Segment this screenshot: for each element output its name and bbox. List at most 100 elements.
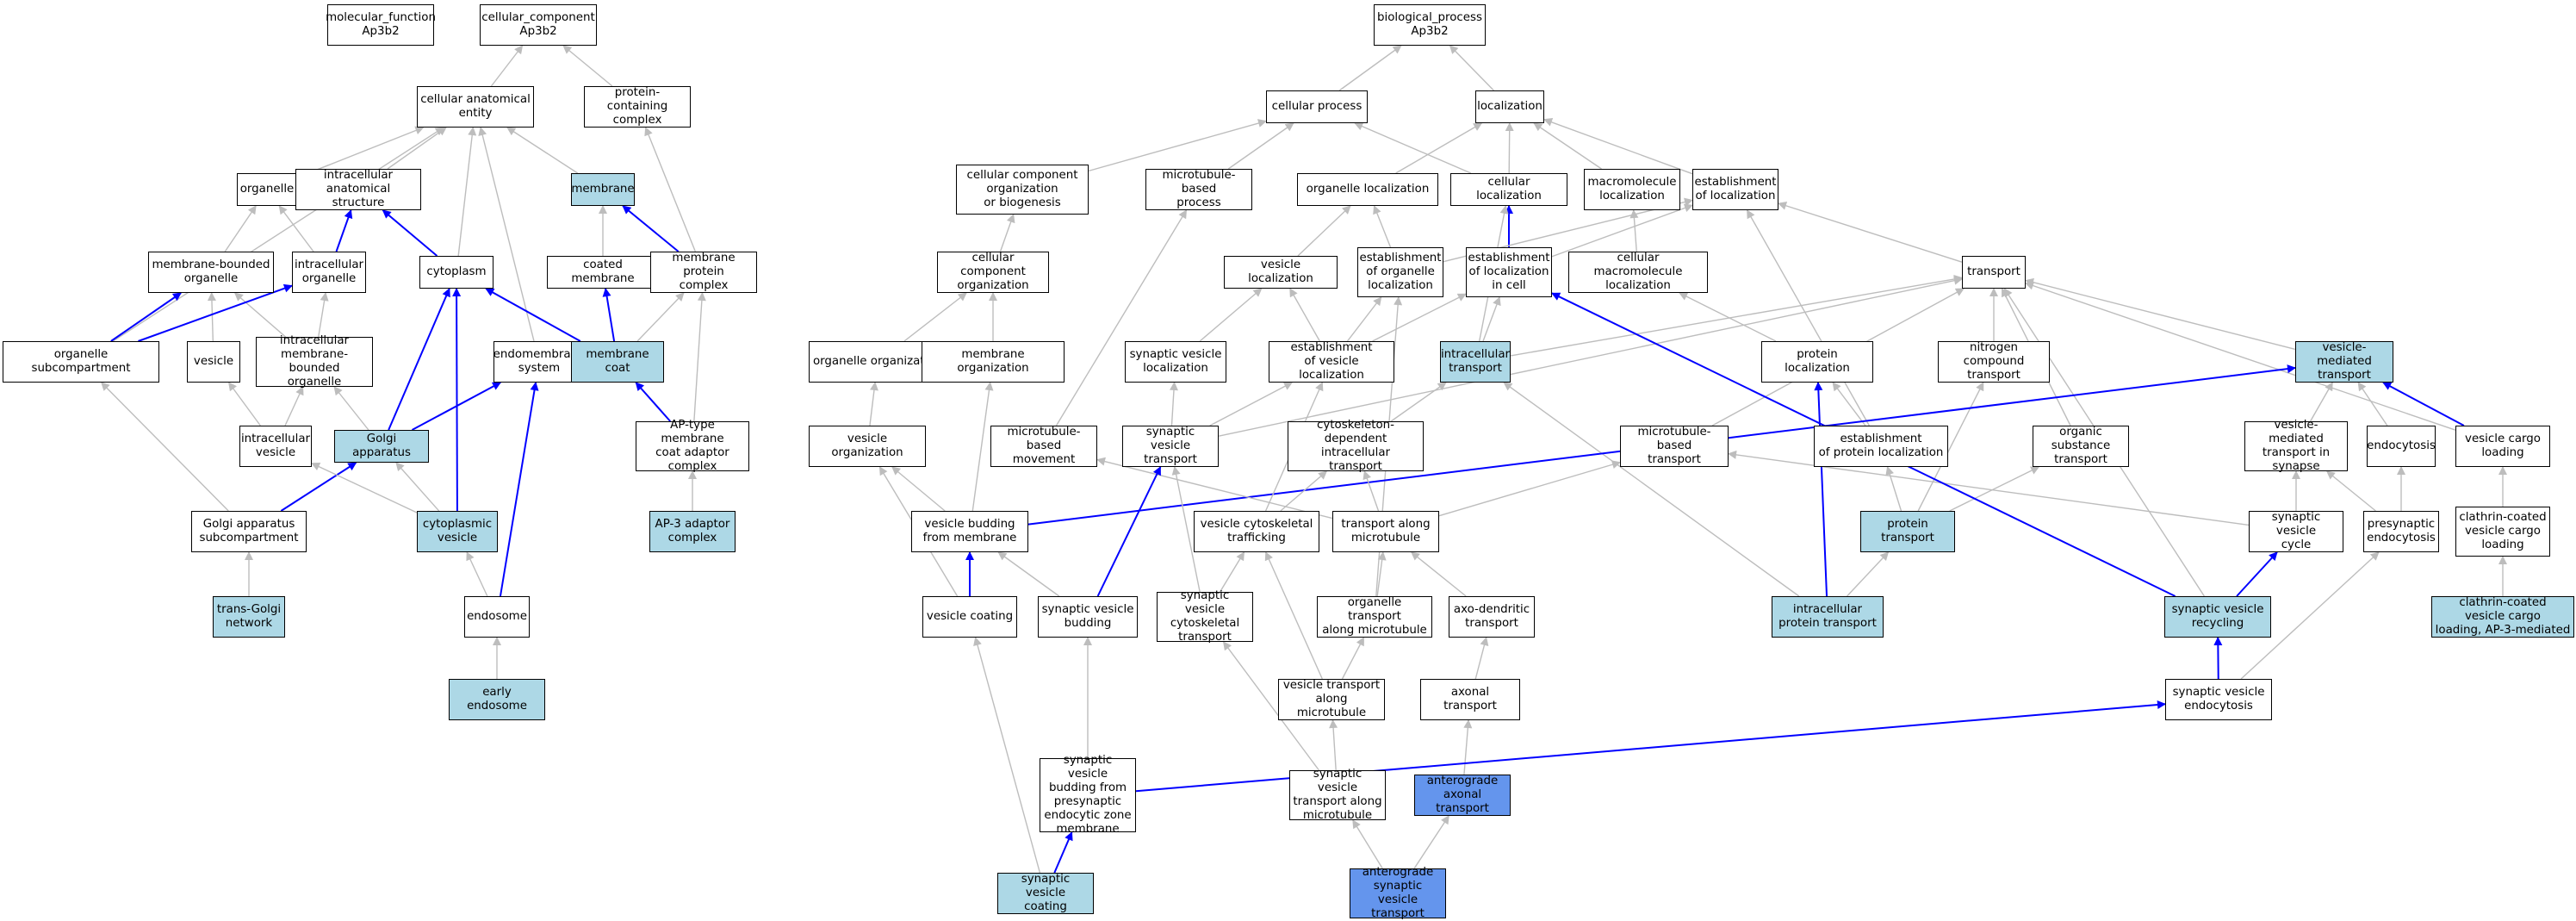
go-term-cellular-component-organization[interactable]: cellular component organization xyxy=(937,252,1049,293)
go-term-golgi-apparatus-subcompartment[interactable]: Golgi apparatus subcompartment xyxy=(191,511,307,552)
go-term-establishment-of-vesicle-localization[interactable]: establishment of vesicle localization xyxy=(1269,341,1394,383)
go-term-vesicle-mediated-transport[interactable]: vesicle-mediated transport xyxy=(2295,341,2393,383)
go-term-synaptic-vesicle-coating[interactable]: synaptic vesicle coating xyxy=(997,873,1094,914)
go-term-ap-type-membrane-coat-adaptor-complex[interactable]: AP-type membrane coat adaptor complex xyxy=(636,419,749,473)
go-term-ap3-adaptor-complex[interactable]: AP-3 adaptor complex xyxy=(649,511,736,552)
go-term-anterograde-synaptic-vesicle-transport[interactable]: anterograde synaptic vesicle transport xyxy=(1350,866,1446,920)
edge-establishment-of-localization-in-cell-to-establishment-of-localization xyxy=(1551,203,1693,258)
go-term-molecular-function[interactable]: molecular_function Ap3b2 xyxy=(326,4,436,46)
go-term-cellular-process[interactable]: cellular process xyxy=(1266,90,1368,123)
go-term-clathrin-coated-vesicle-cargo-loading[interactable]: clathrin-coated vesicle cargo loading xyxy=(2455,507,2550,557)
go-term-coated-membrane[interactable]: coated membrane xyxy=(547,256,659,289)
go-term-establishment-of-localization[interactable]: establishment of localization xyxy=(1692,169,1778,210)
go-term-transport[interactable]: transport xyxy=(1962,256,2026,289)
go-term-vesicle-localization[interactable]: vesicle localization xyxy=(1224,256,1338,289)
edge-membrane-coat-to-cytoplasm xyxy=(485,288,581,342)
go-term-organelle-subcompartment[interactable]: organelle subcompartment xyxy=(3,341,159,383)
edge-membrane-coat-to-coated-membrane xyxy=(602,288,616,342)
go-term-anterograde-axonal-transport[interactable]: anterograde axonal transport xyxy=(1414,775,1511,816)
go-term-axonal-transport[interactable]: axonal transport xyxy=(1420,679,1520,720)
go-term-cellular-anatomical-entity[interactable]: cellular anatomical entity xyxy=(417,86,534,128)
go-term-intracellular-organelle[interactable]: intracellular organelle xyxy=(292,252,366,293)
go-term-microtubule-based-process[interactable]: microtubule-based process xyxy=(1145,169,1252,210)
go-term-synaptic-vesicle-localization[interactable]: synaptic vesicle localization xyxy=(1125,341,1226,383)
go-term-nitrogen-compound-transport[interactable]: nitrogen compound transport xyxy=(1938,341,2050,383)
go-term-macromolecule-localization[interactable]: macromolecule localization xyxy=(1584,169,1680,210)
edge-golgi-apparatus-subcompartment-to-golgi-apparatus xyxy=(280,462,357,512)
edge-transport-along-microtubule-to-microtubule-based-movement xyxy=(1096,457,1333,520)
go-term-presynaptic-endocytosis[interactable]: presynaptic endocytosis xyxy=(2363,511,2439,552)
go-term-organelle[interactable]: organelle xyxy=(237,173,297,206)
go-term-cytoplasm[interactable]: cytoplasm xyxy=(419,256,493,289)
go-term-organelle-transport-along-microtubule[interactable]: organelle transport along microtubule xyxy=(1317,596,1432,638)
edge-synaptic-vesicle-endocytosis-to-synaptic-vesicle-recycling xyxy=(2213,637,2223,680)
go-term-protein-transport[interactable]: protein transport xyxy=(1860,511,1955,552)
go-term-organelle-localization[interactable]: organelle localization xyxy=(1297,173,1438,206)
go-term-cytoskeleton-dependent-intracellular-transport[interactable]: cytoskeleton-dependent intracellular tra… xyxy=(1288,419,1424,473)
edge-anterograde-synaptic-vesicle-transport-to-anterograde-axonal-transport xyxy=(1413,815,1449,869)
go-term-microtubule-based-transport[interactable]: microtubule-based transport xyxy=(1620,426,1729,467)
go-term-cellular-localization[interactable]: cellular localization xyxy=(1450,173,1567,206)
go-term-endosome[interactable]: endosome xyxy=(464,596,530,638)
go-term-cellular-macromolecule-localization[interactable]: cellular macromolecule localization xyxy=(1568,252,1708,293)
go-term-trans-golgi-network[interactable]: trans-Golgi network xyxy=(213,596,285,638)
go-term-cytoplasmic-vesicle[interactable]: cytoplasmic vesicle xyxy=(417,511,498,552)
go-term-vesicle-transport-along-microtubule[interactable]: vesicle transport along microtubule xyxy=(1278,679,1385,720)
edge-organelle-subcompartment-to-intracellular-organelle xyxy=(138,283,293,342)
go-term-localization[interactable]: localization xyxy=(1475,90,1544,123)
go-term-establishment-of-organelle-localization[interactable]: establishment of organelle localization xyxy=(1357,247,1443,297)
edge-cellular-process-to-biological-process xyxy=(1338,45,1402,91)
go-term-intracellular-protein-transport[interactable]: intracellular protein transport xyxy=(1772,596,1884,638)
go-term-intracellular-vesicle[interactable]: intracellular vesicle xyxy=(239,426,312,467)
go-term-intracellular-membrane-bounded-organelle[interactable]: intracellular membrane-bounded organelle xyxy=(256,334,373,389)
go-term-organic-substance-transport[interactable]: organic substance transport xyxy=(2033,426,2129,467)
go-term-clathrin-coated-vesicle-cargo-loading-ap3[interactable]: clathrin-coated vesicle cargo loading, A… xyxy=(2431,596,2574,638)
edge-cellular-anatomical-entity-to-cellular-component xyxy=(490,45,524,87)
edge-membrane-coat-to-membrane-protein-complex xyxy=(636,292,685,342)
go-term-membrane[interactable]: membrane xyxy=(571,173,635,206)
go-term-cellular-component[interactable]: cellular_component Ap3b2 xyxy=(480,4,597,46)
go-term-synaptic-vesicle-recycling[interactable]: synaptic vesicle recycling xyxy=(2164,596,2271,638)
go-term-intracellular-transport[interactable]: intracellular transport xyxy=(1440,341,1511,383)
edge-cellular-localization-to-cellular-process xyxy=(1354,121,1472,174)
go-term-endomembrane-system[interactable]: endomembrane system xyxy=(493,341,585,383)
go-term-establishment-of-localization-in-cell[interactable]: establishment of localization in cell xyxy=(1466,247,1552,297)
go-term-synaptic-vesicle-cycle[interactable]: synaptic vesicle cycle xyxy=(2249,511,2343,552)
edge-cellular-component-organization-to-cc-org-or-biogenesis xyxy=(999,214,1015,252)
go-term-vesicle-coating[interactable]: vesicle coating xyxy=(922,596,1017,638)
edge-protein-localization-to-cellular-macromolecule-localization xyxy=(1679,292,1777,342)
go-term-vesicle-organization[interactable]: vesicle organization xyxy=(809,426,926,467)
go-term-membrane-protein-complex[interactable]: membrane protein complex xyxy=(650,252,757,293)
go-term-cc-org-or-biogenesis[interactable]: cellular component organization or bioge… xyxy=(956,165,1089,215)
go-term-synaptic-vesicle-budding[interactable]: synaptic vesicle budding xyxy=(1038,596,1138,638)
go-term-synaptic-vesicle-cytoskeletal-transport[interactable]: synaptic vesicle cytoskeletal transport xyxy=(1157,589,1253,644)
go-term-axo-dendritic-transport[interactable]: axo-dendritic transport xyxy=(1449,596,1535,638)
go-term-vesicle-cargo-loading[interactable]: vesicle cargo loading xyxy=(2455,426,2550,467)
edge-intracellular-transport-to-establishment-of-localization-in-cell xyxy=(1482,296,1501,342)
go-term-synaptic-vesicle-endocytosis[interactable]: synaptic vesicle endocytosis xyxy=(2165,679,2272,720)
go-term-vesicle-cytoskeletal-trafficking[interactable]: vesicle cytoskeletal trafficking xyxy=(1194,511,1319,552)
go-term-vesicle-budding-from-membrane[interactable]: vesicle budding from membrane xyxy=(911,511,1028,552)
go-term-protein-containing-complex[interactable]: protein-containing complex xyxy=(584,86,691,128)
go-term-endocytosis[interactable]: endocytosis xyxy=(2367,426,2436,467)
go-term-golgi-apparatus[interactable]: Golgi apparatus xyxy=(334,430,429,463)
go-term-microtubule-based-movement[interactable]: microtubule-based movement xyxy=(990,426,1097,467)
go-term-establishment-of-protein-localization[interactable]: establishment of protein localization xyxy=(1814,426,1948,467)
go-term-synaptic-vesicle-transport[interactable]: synaptic vesicle transport xyxy=(1122,426,1219,467)
go-term-intracellular-anatomical-structure[interactable]: intracellular anatomical structure xyxy=(295,169,421,210)
go-term-vesicle[interactable]: vesicle xyxy=(187,341,240,383)
edge-golgi-apparatus-to-endomembrane-system xyxy=(412,382,502,431)
go-term-membrane-bounded-organelle[interactable]: membrane-bounded organelle xyxy=(148,252,274,293)
go-term-protein-localization[interactable]: protein localization xyxy=(1761,341,1873,383)
go-term-membrane-coat[interactable]: membrane coat xyxy=(571,341,664,383)
go-term-vesicle-mediated-transport-in-synapse[interactable]: vesicle-mediated transport in synapse xyxy=(2244,419,2348,473)
go-term-transport-along-microtubule[interactable]: transport along microtubule xyxy=(1332,511,1439,552)
go-term-biological-process[interactable]: biological_process Ap3b2 xyxy=(1374,4,1486,46)
edge-synaptic-vesicle-transport-to-establishment-of-vesicle-localization xyxy=(1209,382,1294,426)
go-term-early-endosome[interactable]: early endosome xyxy=(449,679,545,720)
edge-transport-along-microtubule-to-microtubule-based-transport xyxy=(1438,460,1621,517)
go-term-membrane-organization[interactable]: membrane organization xyxy=(922,341,1065,383)
go-term-synaptic-vesicle-transport-along-microtubule[interactable]: synaptic vesicle transport along microtu… xyxy=(1289,768,1386,822)
go-term-synaptic-vesicle-budding-presynaptic[interactable]: synaptic vesicle budding from presynapti… xyxy=(1040,754,1136,836)
edge-vesicle-cargo-loading-to-transport xyxy=(2025,281,2456,431)
